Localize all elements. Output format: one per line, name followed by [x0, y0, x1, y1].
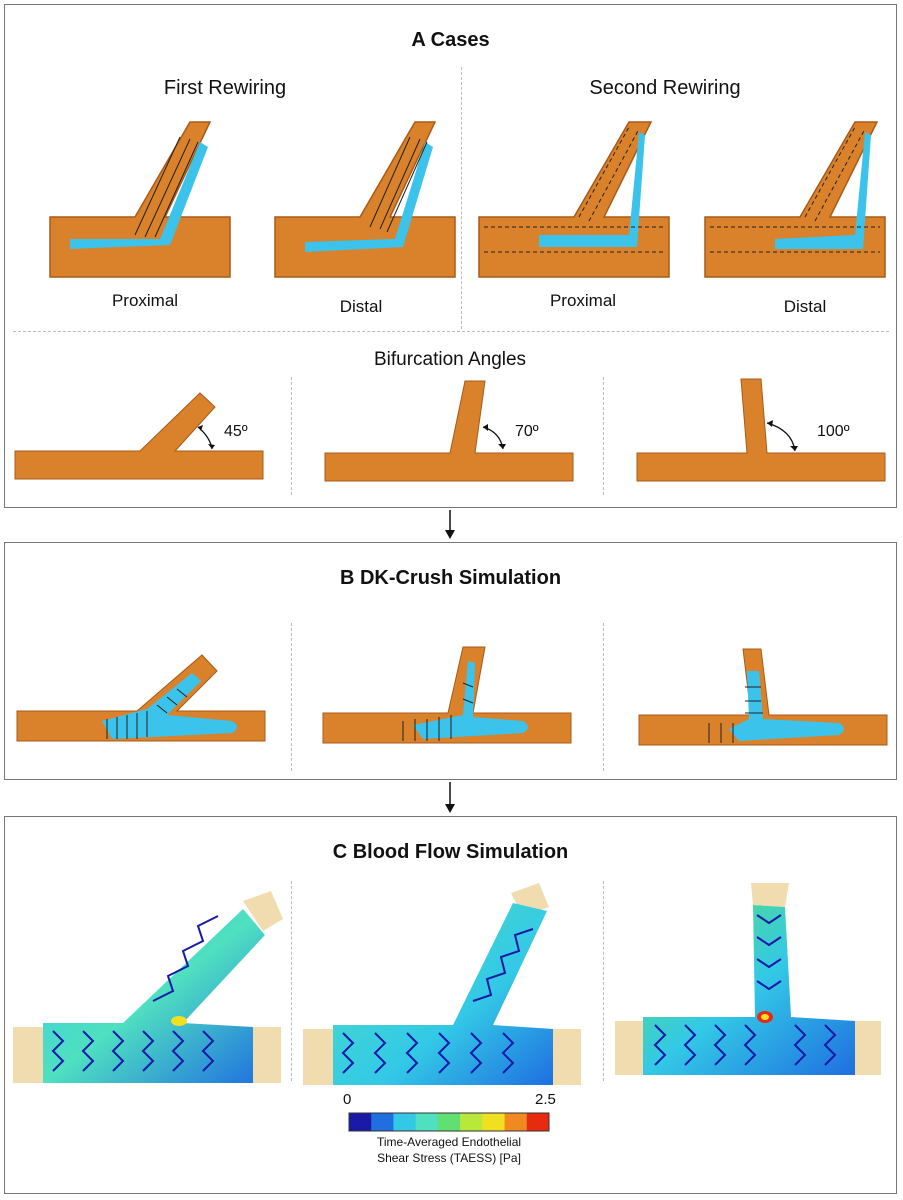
divider-vertical: [461, 67, 462, 329]
blood-flow-100-illustration: [615, 883, 881, 1075]
divider-angle-1: [291, 377, 292, 495]
divider-c-1: [291, 881, 292, 1081]
colorbar-caption-line2: Shear Stress (TAESS) [Pa]: [377, 1151, 521, 1165]
dk-crush-100-illustration: [638, 648, 888, 746]
colorbar-cell: [349, 1113, 372, 1131]
divider-b-2: [603, 623, 604, 771]
panel-a-title: A Cases: [411, 29, 490, 51]
case-first-distal-illustration: [274, 121, 456, 278]
colorbar-cell: [526, 1113, 550, 1131]
case-first-proximal-illustration: [49, 121, 231, 278]
blood-flow-45-illustration: [13, 891, 283, 1083]
angle-label-70: 70º: [515, 423, 539, 440]
blood-flow-70-illustration: [303, 883, 581, 1085]
panel-b-title: B DK-Crush Simulation: [339, 567, 562, 589]
panel-a-cases: A Cases First Rewiring Second Rewiring P…: [4, 4, 897, 508]
case-label-first-distal: Distal: [339, 297, 383, 316]
colorbar-cell: [437, 1113, 461, 1131]
dk-crush-70-illustration: [322, 646, 572, 744]
dk-crush-45-illustration: [16, 654, 266, 742]
case-label-second-distal: Distal: [783, 297, 827, 316]
colorbar-cell: [415, 1113, 439, 1131]
colorbar-max-label: 2.5: [535, 1091, 556, 1108]
panel-b-dk-crush: B DK-Crush Simulation: [4, 542, 897, 780]
colorbar-cell: [504, 1113, 528, 1131]
flow-arrow-a-to-b: [445, 510, 455, 539]
colorbar-min-label: 0: [343, 1091, 352, 1108]
bifurcation-100-illustration: [636, 378, 886, 482]
case-label-first-proximal: Proximal: [111, 291, 179, 310]
bifurcation-45-illustration: [14, 392, 264, 480]
first-rewiring-label: First Rewiring: [163, 77, 287, 99]
case-label-second-proximal: Proximal: [549, 291, 617, 310]
panel-c-blood-flow: C Blood Flow Simulation: [4, 816, 897, 1194]
colorbar-cell: [460, 1113, 483, 1131]
flow-arrow-b-to-c: [445, 782, 455, 813]
divider-angle-2: [603, 377, 604, 495]
colorbar-cell: [371, 1113, 394, 1131]
angle-label-45: 45º: [224, 423, 248, 440]
colorbar-cell: [393, 1113, 417, 1131]
colorbar-caption-line1: Time-Averaged Endothelial: [376, 1135, 522, 1149]
divider-horizontal: [13, 331, 889, 332]
case-second-proximal-illustration: [478, 121, 670, 278]
bifurcation-70-illustration: [324, 380, 574, 482]
divider-b-1: [291, 623, 292, 771]
colorbar: [348, 1112, 550, 1132]
bifurcation-angles-title: Bifurcation Angles: [373, 349, 527, 370]
second-rewiring-label: Second Rewiring: [589, 77, 741, 99]
colorbar-cell: [482, 1113, 506, 1131]
angle-label-100: 100º: [817, 423, 850, 440]
case-second-distal-illustration: [704, 121, 886, 278]
panel-c-title: C Blood Flow Simulation: [332, 841, 569, 863]
divider-c-2: [603, 881, 604, 1081]
